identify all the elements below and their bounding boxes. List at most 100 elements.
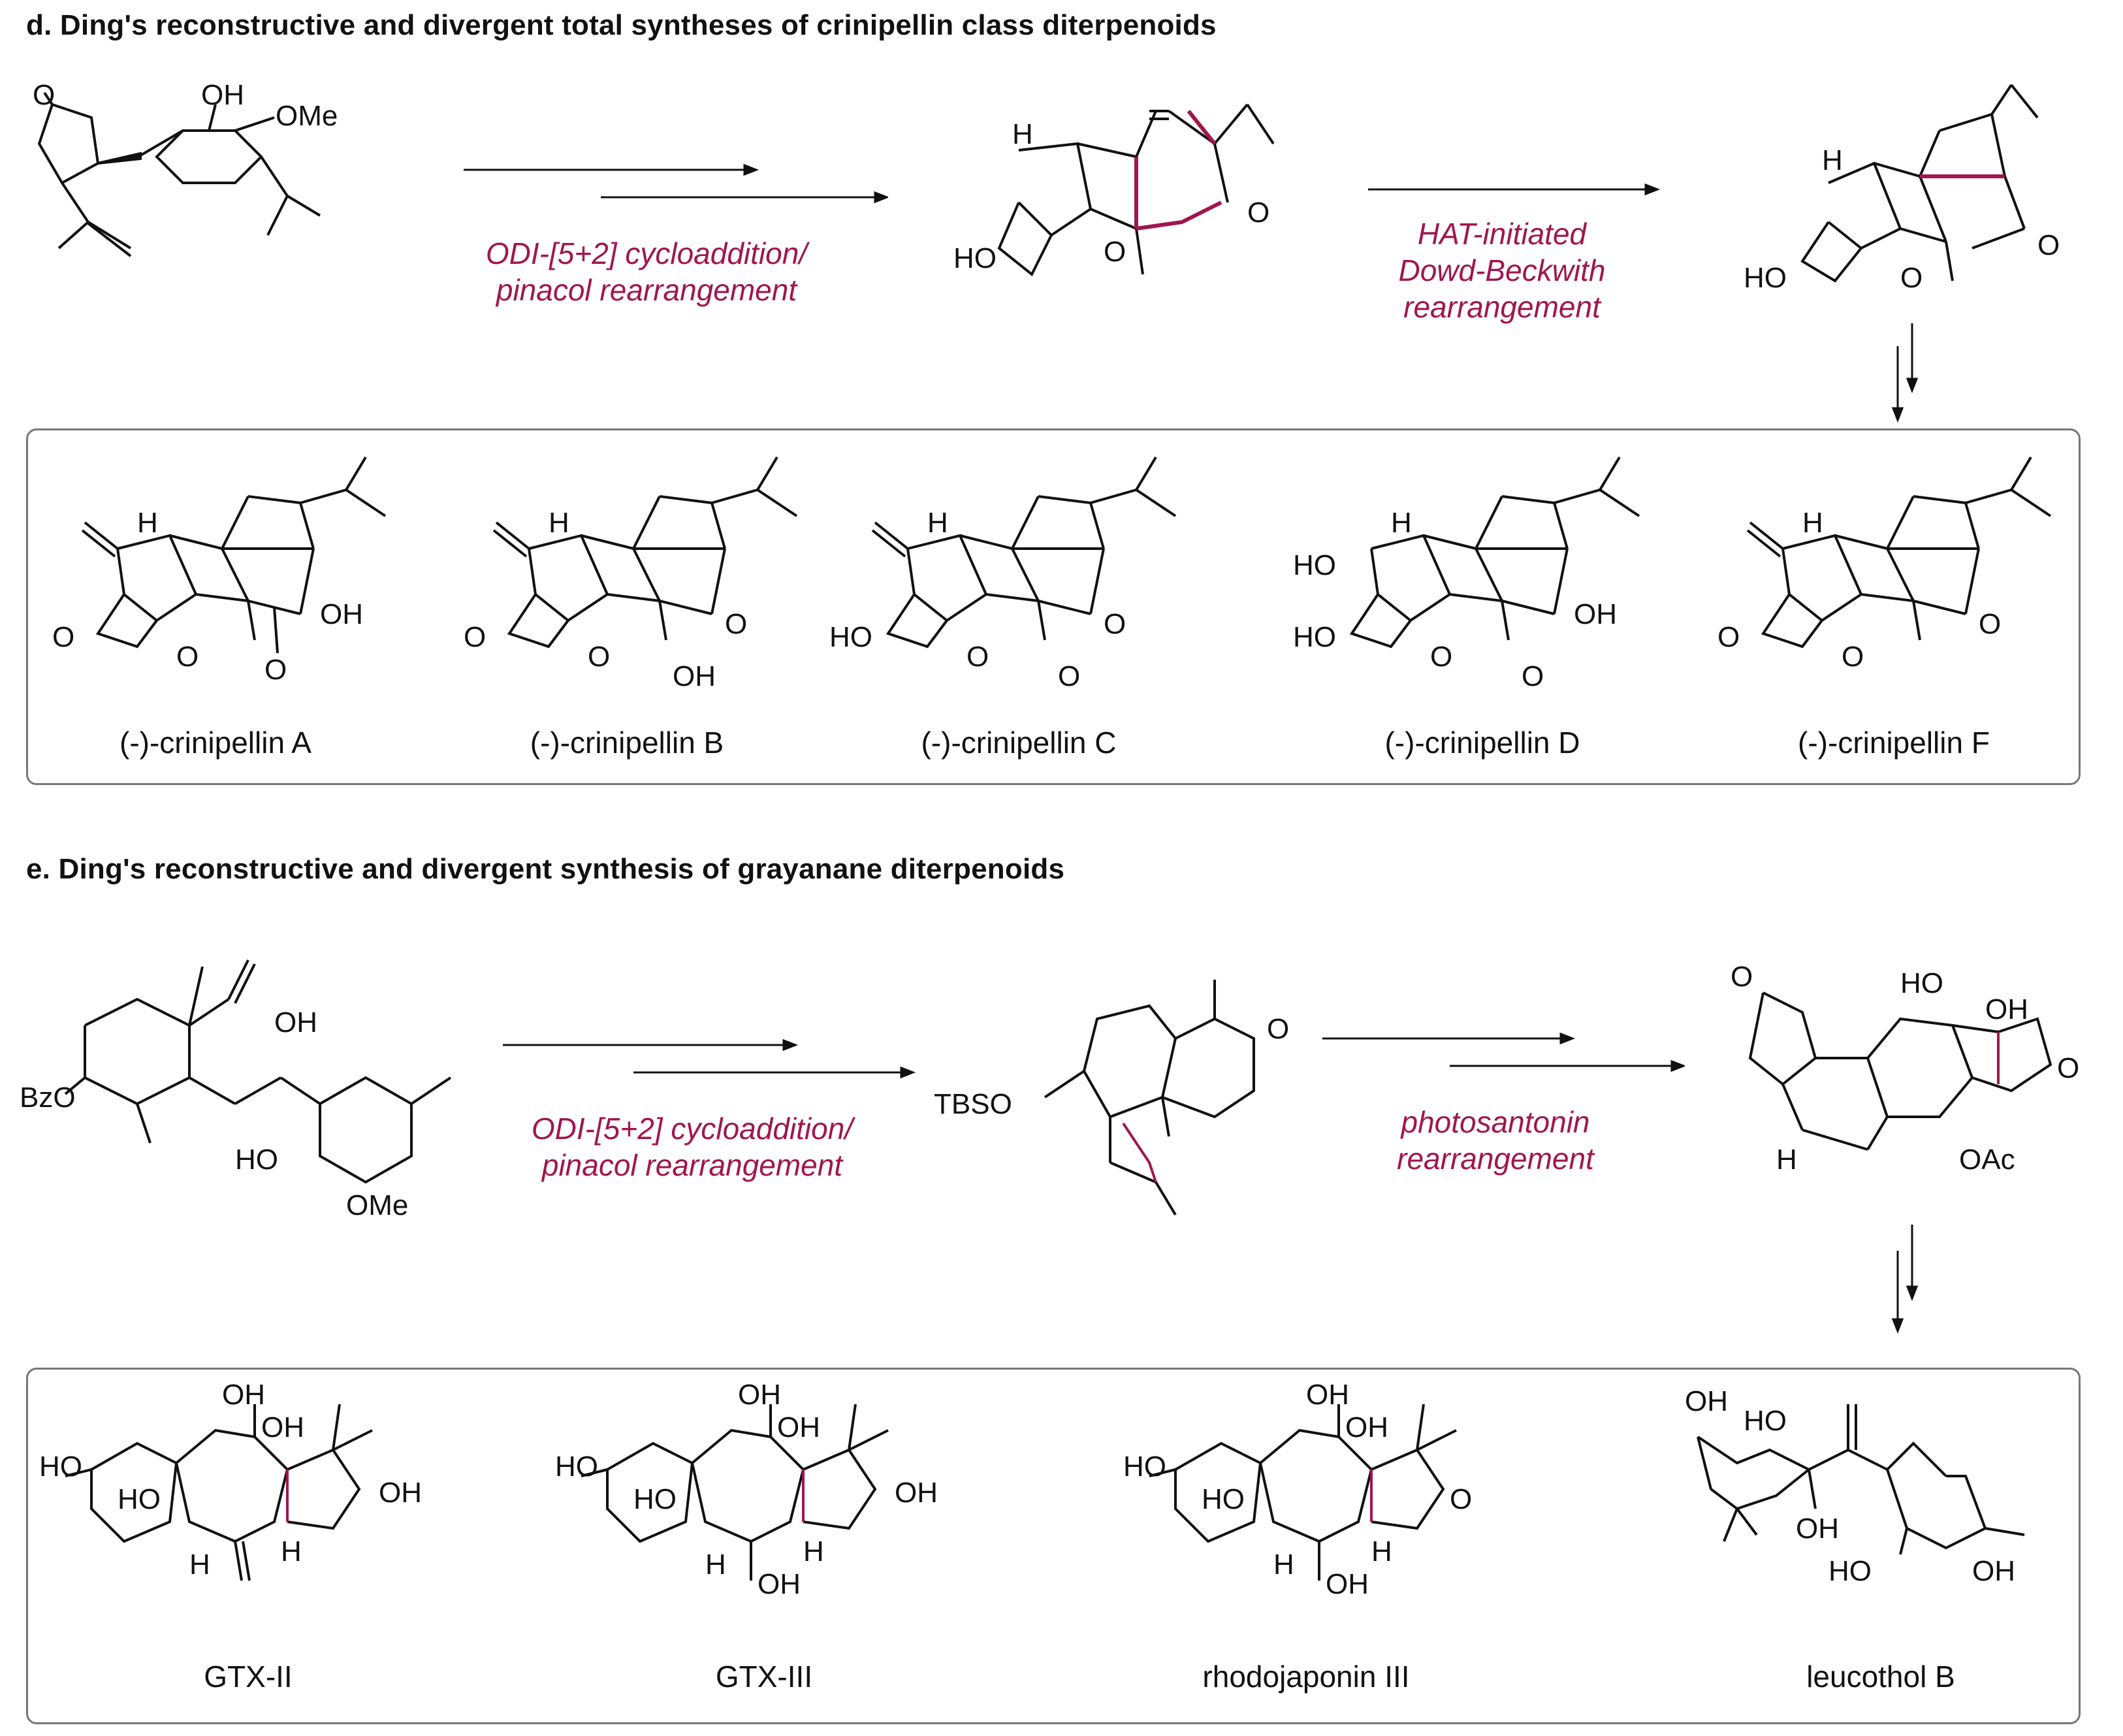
conditions-d1-line2: pinacol rearrangement bbox=[496, 273, 797, 307]
double-arrow-down-e bbox=[1891, 1225, 1919, 1334]
atom-o: O bbox=[1842, 641, 1864, 673]
product-d-2-name: (-)-crinipellin B bbox=[530, 726, 724, 760]
int2e-oac: OAc bbox=[1959, 1144, 2015, 1176]
atom-ho: HO bbox=[118, 1483, 161, 1515]
atom-h: H bbox=[705, 1549, 726, 1581]
atom-o: O bbox=[176, 641, 199, 673]
product-d-1: H O O OH O bbox=[52, 456, 387, 686]
intermediate2-e: HO OH O O H OAc bbox=[1731, 961, 2079, 1176]
product-d-4-name: (-)-crinipellin D bbox=[1384, 726, 1580, 760]
conditions-d1: ODI-[5+2] cycloaddition/ pinacol rearran… bbox=[451, 235, 842, 308]
atom-o: O bbox=[1717, 621, 1740, 653]
atom-o: O bbox=[588, 641, 610, 673]
atom-oh: OH bbox=[738, 1379, 781, 1411]
atom-h: H bbox=[1371, 1535, 1392, 1567]
int1d-ketone-o: O bbox=[1247, 197, 1269, 229]
atom-h: H bbox=[281, 1535, 302, 1567]
start-ome: OMe bbox=[276, 100, 338, 132]
atom-oh: OH bbox=[1326, 1568, 1369, 1600]
atom-ho: HO bbox=[829, 621, 872, 653]
reaction-arrow-d2 bbox=[1368, 183, 1661, 196]
atom-oh: OH bbox=[1345, 1411, 1388, 1443]
conditions-e2-line1: photosantonin bbox=[1401, 1105, 1590, 1139]
product-d-5: H O O O bbox=[1717, 456, 2052, 673]
products-panel-e bbox=[26, 1368, 2081, 1724]
start-e-oh: OH bbox=[274, 1006, 317, 1038]
int1d-ho: HO bbox=[953, 242, 997, 274]
int2d-ketone-o: O bbox=[2037, 229, 2060, 261]
conditions-e1-line2: pinacol rearrangement bbox=[541, 1148, 843, 1182]
atom-ho: HO bbox=[1293, 549, 1336, 581]
atom-oh: OH bbox=[1796, 1513, 1839, 1545]
product-e-4-name: leucothol B bbox=[1806, 1660, 1955, 1694]
reaction-arrow-e2 bbox=[1322, 1032, 1685, 1072]
int1e-o: O bbox=[1267, 1013, 1289, 1045]
product-e-3: OH OH HO HO O H OH H bbox=[1123, 1379, 1472, 1600]
start-material-d: O OH OMe bbox=[33, 79, 338, 257]
product-e-1: OH OH HO HO OH H H bbox=[39, 1379, 422, 1581]
atom-h: H bbox=[549, 507, 569, 539]
start-oh: OH bbox=[201, 79, 244, 111]
conditions-d2: HAT-initiated Dowd-Beckwith rearrangemen… bbox=[1345, 216, 1659, 325]
product-d-3: H HO O O O bbox=[829, 456, 1177, 692]
conditions-d1-line1: ODI-[5+2] cycloaddition/ bbox=[485, 236, 808, 270]
atom-h: H bbox=[1273, 1549, 1294, 1581]
atom-oh: OH bbox=[222, 1379, 265, 1411]
conditions-e2: photosantonin rearrangement bbox=[1332, 1104, 1659, 1177]
start-ketone-o: O bbox=[33, 79, 55, 111]
atom-oh: OH bbox=[379, 1477, 422, 1509]
int1d-epox-o: O bbox=[1104, 236, 1126, 268]
atom-ho: HO bbox=[633, 1483, 677, 1515]
atom-ho: HO bbox=[39, 1451, 82, 1483]
intermediate1-d: H HO O O bbox=[953, 103, 1275, 277]
atom-oh: OH bbox=[261, 1411, 304, 1443]
atom-ho: HO bbox=[1202, 1483, 1245, 1515]
product-e-2: OH OH HO HO OH H OH H bbox=[555, 1379, 938, 1600]
reaction-arrow-e1 bbox=[503, 1038, 916, 1079]
product-d-1-name: (-)-crinipellin A bbox=[120, 726, 311, 760]
atom-h: H bbox=[189, 1549, 210, 1581]
int2d-ho: HO bbox=[1744, 262, 1787, 294]
product-d-3-name: (-)-crinipellin C bbox=[921, 726, 1117, 760]
atom-h: H bbox=[1802, 507, 1823, 539]
atom-oh: OH bbox=[1306, 1379, 1349, 1411]
conditions-d2-line2: Dowd-Beckwith bbox=[1398, 253, 1606, 287]
atom-oh: OH bbox=[673, 660, 716, 692]
atom-o: O bbox=[1430, 641, 1452, 673]
atom-ho: HO bbox=[555, 1451, 598, 1483]
start-e-ome: OMe bbox=[346, 1189, 408, 1221]
product-e-4: OH HO OH HO OH bbox=[1685, 1385, 2025, 1587]
int1e-tbso: TBSO bbox=[934, 1088, 1012, 1120]
atom-ho: HO bbox=[1828, 1555, 1872, 1587]
start-e-bzo: BzO bbox=[20, 1082, 76, 1114]
atom-oh: OH bbox=[1685, 1385, 1728, 1417]
section-d-title: d. Ding's reconstructive and divergent t… bbox=[26, 9, 1217, 41]
atom-o: O bbox=[264, 654, 287, 686]
int2e-ho: HO bbox=[1900, 967, 1943, 999]
atom-oh: OH bbox=[895, 1477, 938, 1509]
atom-o: O bbox=[1522, 660, 1544, 692]
int2d-h: H bbox=[1822, 144, 1843, 176]
atom-ho: HO bbox=[1123, 1451, 1166, 1483]
product-d-4: H HO HO O OH O bbox=[1293, 456, 1640, 692]
int2d-epox-o: O bbox=[1900, 262, 1923, 294]
atom-oh: OH bbox=[320, 598, 363, 630]
double-arrow-down-d bbox=[1891, 323, 1919, 423]
atom-oh: OH bbox=[758, 1568, 801, 1600]
atom-h: H bbox=[137, 507, 158, 539]
int2e-oh: OH bbox=[1985, 993, 2028, 1025]
atom-o: O bbox=[464, 621, 486, 653]
product-e-2-name: GTX-III bbox=[715, 1660, 813, 1694]
section-e-title: e. Ding's reconstructive and divergent s… bbox=[26, 853, 1065, 885]
atom-ho: HO bbox=[1744, 1405, 1787, 1437]
atom-h: H bbox=[927, 507, 948, 539]
atom-o: O bbox=[725, 608, 747, 640]
products-panel-d bbox=[26, 428, 2081, 785]
reaction-arrow-d1 bbox=[464, 163, 888, 204]
atom-ho: HO bbox=[1293, 621, 1336, 653]
intermediate2-d: H HO O O bbox=[1744, 84, 2060, 294]
conditions-e1: ODI-[5+2] cycloaddition/ pinacol rearran… bbox=[496, 1110, 888, 1183]
int1d-h: H bbox=[1012, 118, 1033, 150]
conditions-e2-line2: rearrangement bbox=[1397, 1142, 1594, 1176]
atom-o: O bbox=[1104, 608, 1126, 640]
